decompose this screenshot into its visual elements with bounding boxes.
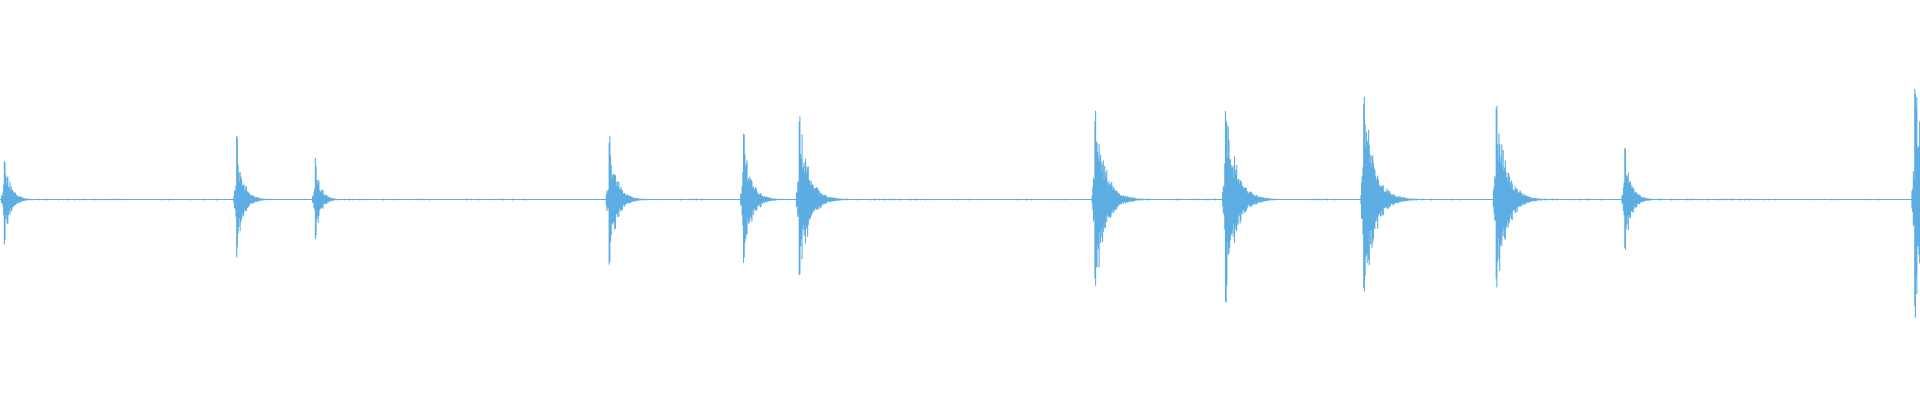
waveform-transient: [1620, 148, 1660, 250]
waveform-noise-layer: [19, 198, 1882, 201]
noise-segment: [568, 199, 570, 201]
waveform-transient: [1492, 105, 1552, 288]
waveform-transient: [232, 136, 274, 258]
noise-segment: [149, 198, 218, 201]
waveform-transient: [1090, 110, 1151, 286]
waveform-transient-layer: [0, 88, 1920, 318]
noise-segment: [1632, 198, 1882, 201]
waveform-transient: [1359, 96, 1423, 292]
waveform-transient: [0, 161, 38, 245]
waveform-transient: [311, 158, 346, 240]
waveform-transient: [1221, 111, 1283, 303]
waveform-transient: [795, 116, 851, 276]
waveform-transient: [605, 135, 651, 265]
waveform-transient: [739, 133, 787, 263]
waveform-transient: [1910, 88, 1920, 318]
